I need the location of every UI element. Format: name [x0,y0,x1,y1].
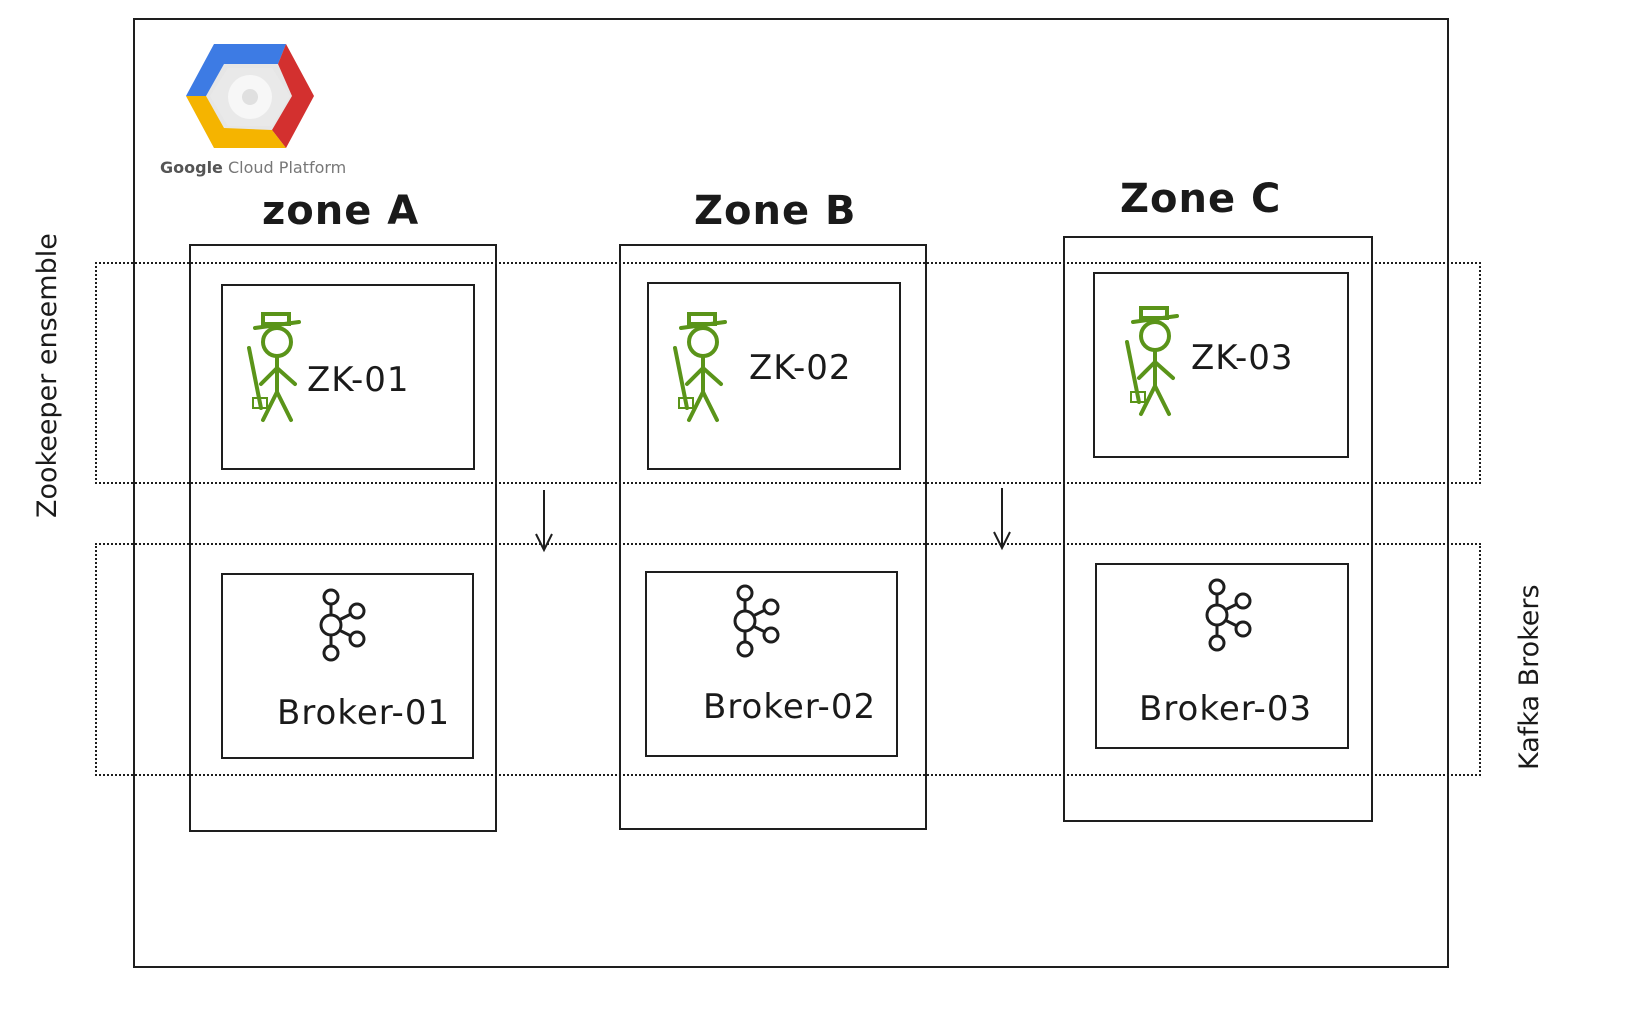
zone-b-title: Zone B [694,188,857,234]
gcp-logo-text: Google Cloud Platform [160,158,346,177]
zookeeper-keeper-icon [1125,306,1179,416]
broker-node-box-b: Broker-02 [645,571,898,757]
down-arrow-icon [535,490,553,553]
zone-c-column [1063,236,1373,822]
zone-a-title: zone A [262,188,420,234]
zookeeper-keeper-icon [247,312,301,422]
kafka-icon [1205,578,1252,652]
zone-c-title: Zone C [1120,176,1282,222]
gcp-hexagon-icon [186,44,314,148]
zookeeper-ensemble-band [95,262,1481,484]
zk-node-label-a: ZK-01 [307,360,410,400]
zk-node-box-b: ZK-02 [647,282,901,470]
zone-a-column [189,244,497,832]
zk-node-label-b: ZK-02 [749,348,852,388]
gcp-logo-word-google: Google [160,158,223,177]
broker-node-label-b: Broker-02 [703,687,877,727]
zk-node-box-a: ZK-01 [221,284,475,470]
down-arrow-icon [993,488,1011,551]
zk-node-label-c: ZK-03 [1191,338,1294,378]
zone-b-column [619,244,927,830]
kafka-icon [733,584,780,658]
gcp-logo [180,36,320,156]
gcp-logo-word-cloud: Cloud Platform [228,158,347,177]
broker-node-label-c: Broker-03 [1139,689,1313,729]
kafka-brokers-label: Kafka Brokers [1514,584,1545,770]
zookeeper-ensemble-label: Zookeeper ensemble [32,233,63,518]
broker-node-box-a: Broker-01 [221,573,474,759]
zk-node-box-c: ZK-03 [1093,272,1349,458]
kafka-brokers-band [95,543,1481,776]
kafka-icon [319,588,366,662]
zookeeper-keeper-icon [673,312,727,422]
gcp-frame [133,18,1449,968]
broker-node-label-a: Broker-01 [277,693,451,733]
broker-node-box-c: Broker-03 [1095,563,1349,749]
